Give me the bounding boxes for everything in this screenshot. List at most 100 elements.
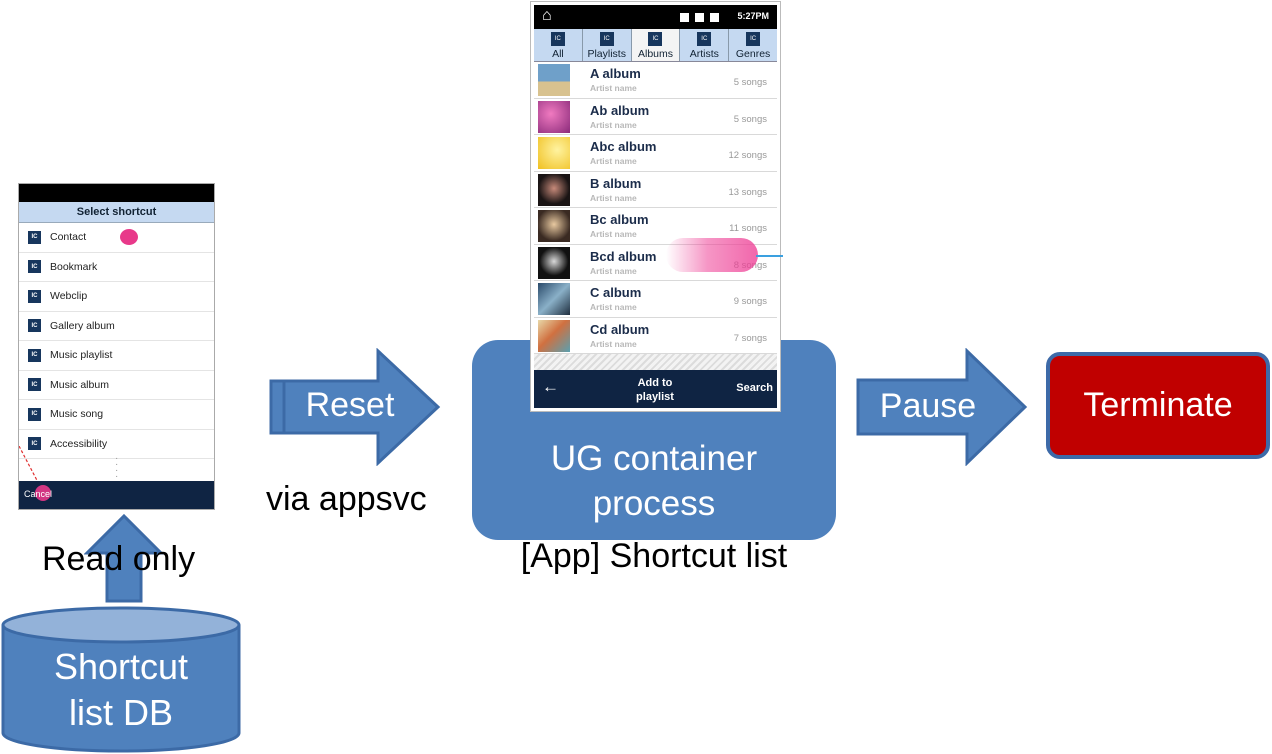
bottom-bar: Cancel — [19, 481, 214, 509]
music-playlist-icon: IC — [28, 348, 41, 362]
album-artist: Artist name — [590, 119, 637, 130]
shortcut-item-music-album[interactable]: IC Music album — [19, 371, 214, 400]
album-thumbnail — [538, 173, 570, 206]
album-artist: Artist name — [590, 338, 637, 349]
read-only-up-arrow — [84, 513, 164, 603]
album-song-count: 7 songs — [733, 332, 767, 344]
app-shortcut-list-label: [App] Shortcut list — [520, 537, 788, 575]
terminate-label: Terminate — [1083, 386, 1233, 424]
albums-icon: IC — [648, 32, 663, 46]
album-row[interactable]: Abc album Artist name 12 songs — [534, 135, 777, 172]
album-song-count: 12 songs — [728, 150, 767, 161]
shortcut-item-label: Music album — [50, 378, 109, 391]
ug-label-line2: process — [592, 484, 716, 523]
accessibility-icon: IC — [28, 437, 41, 451]
album-song-count: 5 songs — [733, 113, 767, 125]
tab-playlists[interactable]: IC Playlists — [583, 29, 632, 61]
add-to-playlist-line1: Add to — [637, 377, 673, 389]
tab-label: Artists — [689, 48, 719, 60]
album-row[interactable]: A album Artist name 5 songs — [534, 62, 777, 99]
album-title: B album — [590, 175, 642, 191]
shortcut-item-music-playlist[interactable]: IC Music playlist — [19, 341, 214, 371]
search-button[interactable]: Search — [736, 382, 773, 394]
home-icon[interactable]: ⌂ — [542, 7, 552, 24]
album-song-count: 13 songs — [728, 186, 767, 198]
via-appsvc-label: via appsvc — [266, 480, 427, 518]
album-artist: Artist name — [590, 229, 637, 239]
album-artist: Artist name — [590, 192, 637, 203]
bookmark-icon: IC — [28, 260, 41, 274]
drag-path-line — [19, 446, 42, 489]
shortcut-item-label: Music song — [50, 408, 104, 421]
cancel-button[interactable]: Cancel — [24, 489, 53, 499]
shortcut-item-bookmark[interactable]: IC Bookmark — [19, 253, 214, 282]
album-artist: Artist name — [590, 265, 637, 276]
pause-arrow — [856, 348, 1028, 466]
album-thumbnail — [538, 100, 570, 133]
ug-label-line1: UG container — [550, 439, 758, 478]
shortcut-item-webclip[interactable]: IC Webclip — [19, 282, 214, 312]
db-label-line2: list DB — [68, 692, 173, 733]
tab-label: All — [552, 48, 564, 60]
album-song-count: 11 songs — [729, 223, 767, 234]
shortcut-item-label: Contact — [50, 231, 87, 244]
tab-label: Genres — [735, 48, 771, 60]
artists-icon: IC — [697, 32, 712, 46]
album-row[interactable]: C album Artist name 9 songs — [534, 281, 777, 318]
album-thumbnail — [538, 319, 570, 352]
tab-genres[interactable]: IC Genres — [729, 29, 777, 61]
shortcut-item-accessibility[interactable]: IC Accessibility — [19, 430, 214, 459]
genres-icon: IC — [746, 32, 761, 46]
shortcut-item-label: Music playlist — [50, 349, 113, 362]
album-thumbnail — [538, 210, 570, 242]
bottom-bar: ← Add to playlist Search — [534, 370, 777, 408]
contact-icon: IC — [28, 230, 41, 244]
album-title: C album — [590, 285, 642, 300]
touch-indicator — [120, 229, 138, 245]
webclip-icon: IC — [28, 289, 41, 303]
album-row[interactable]: B album Artist name 13 songs — [534, 172, 777, 208]
album-title: Bcd album — [590, 248, 657, 264]
album-row[interactable]: Bc album Artist name 11 songs — [534, 208, 777, 245]
tab-artists[interactable]: IC Artists — [680, 29, 730, 61]
status-icon — [695, 13, 704, 22]
status-icon — [710, 13, 719, 22]
album-title: Cd album — [590, 321, 650, 337]
album-artist: Artist name — [590, 156, 637, 166]
shortcut-phone: Select shortcut IC Contact IC Bookmark I… — [18, 183, 215, 510]
shortcut-item-label: Accessibility — [50, 437, 108, 450]
back-icon[interactable]: ← — [542, 377, 559, 396]
pause-label: Pause — [879, 387, 977, 425]
album-title: Ab album — [590, 102, 650, 118]
add-to-playlist-button[interactable]: Add to playlist — [624, 376, 686, 404]
list-end-filler — [534, 354, 777, 375]
status-icon — [680, 13, 689, 22]
status-bar — [19, 184, 214, 202]
album-song-count: 9 songs — [733, 296, 767, 307]
album-title: Bc album — [590, 212, 649, 227]
album-row[interactable]: Ab album Artist name 5 songs — [534, 99, 777, 135]
playlists-icon: IC — [599, 32, 614, 46]
shortcut-item-music-song[interactable]: IC Music song — [19, 400, 214, 430]
swipe-pointer-line — [756, 255, 783, 257]
shortcut-item-label: Webclip — [50, 290, 88, 303]
status-bar: ⌂ 5:27PM — [534, 5, 777, 29]
reset-label: Reset — [305, 386, 395, 424]
read-only-label: Read only — [42, 540, 196, 578]
shortcut-item-gallery-album[interactable]: IC Gallery album — [19, 312, 214, 341]
tab-all[interactable]: IC All — [534, 29, 583, 61]
terminate-box — [1046, 352, 1270, 459]
add-to-playlist-line2: playlist — [636, 391, 674, 403]
album-thumbnail — [538, 64, 570, 96]
shortcut-db-label: Shortcut list DB — [0, 644, 242, 736]
shortcut-item-contact[interactable]: IC Contact — [19, 223, 214, 253]
tab-label: Playlists — [587, 48, 626, 60]
all-icon: IC — [550, 32, 565, 46]
album-title: Abc album — [590, 139, 657, 154]
gallery-album-icon: IC — [28, 319, 41, 333]
shortcut-item-label: Gallery album — [50, 319, 115, 332]
album-row[interactable]: Cd album Artist name 7 songs — [534, 318, 777, 354]
